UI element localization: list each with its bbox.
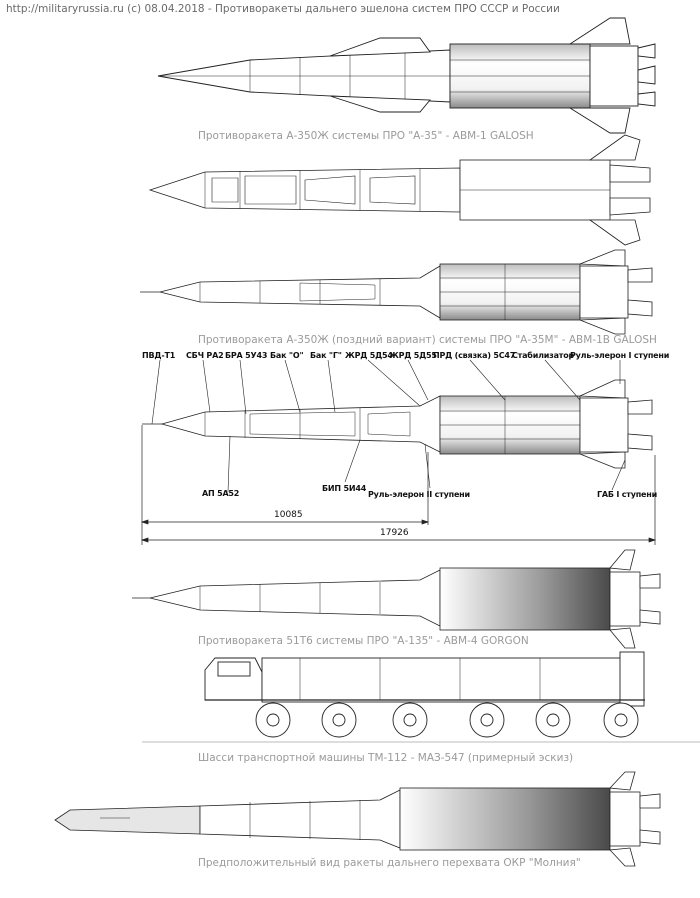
dimension-17926: 17926: [380, 528, 409, 538]
label-bak-o: Бак "О": [270, 351, 304, 360]
label-rul-1: Руль-элерон I ступени: [570, 351, 670, 360]
label-pvd: ПВД-Т1: [142, 351, 176, 360]
label-zhrd-5d54: ЖРД 5Д54: [345, 351, 393, 360]
caption-gorgon: Противоракета 51Т6 системы ПРО "А-135" -…: [198, 635, 529, 647]
missile-molniya: [54, 771, 661, 867]
label-gab: ГАБ I ступени: [597, 490, 658, 499]
missile-annotated: [142, 379, 653, 469]
label-rul-2: Руль-элерон II ступени: [368, 490, 470, 499]
label-zhrd-5d55: ЖРД 5Д55: [389, 351, 437, 360]
caption-galosh-late: Противоракета А-350Ж (поздний вариант) с…: [198, 334, 657, 346]
caption-galosh: Противоракета А-350Ж системы ПРО "А-35" …: [198, 130, 534, 142]
caption-molniya: Предположительный вид ракеты дальнего пе…: [198, 857, 581, 869]
missile-gorgon: [132, 549, 661, 649]
dimension-lines: [140, 425, 657, 545]
leader-lines: [151, 359, 626, 493]
dimension-10085: 10085: [274, 510, 303, 520]
missile-galosh-late: [140, 249, 653, 335]
missile-galosh: [157, 17, 656, 134]
label-prd: ПРД (связка) 5С47: [433, 351, 516, 360]
label-sbch: СБЧ РА2: [186, 351, 224, 360]
label-stabilizer: Стабилизатор: [512, 351, 575, 360]
label-bra: БРА 5У43: [225, 351, 268, 360]
page-header: http://militaryrussia.ru (c) 08.04.2018 …: [6, 3, 560, 15]
missile-galosh-cutaway: [148, 134, 651, 246]
caption-chassis: Шасси транспортной машины ТМ-112 - МАЗ-5…: [198, 752, 574, 764]
label-ap: АП 5А52: [202, 489, 240, 498]
label-bip: БИП 5И44: [322, 484, 367, 493]
label-bak-g: Бак "Г": [310, 351, 342, 360]
chassis-maz547: [142, 651, 700, 743]
